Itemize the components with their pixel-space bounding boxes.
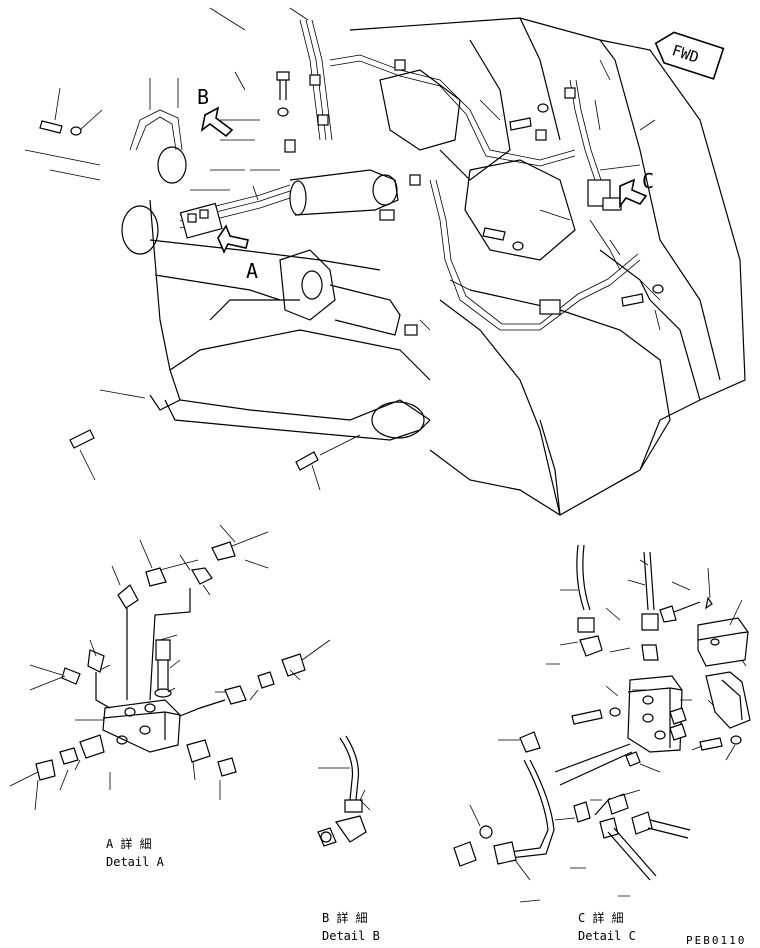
main-assembly-view: FWD B A C [24,7,746,516]
detail-c-title-en: Detail C [578,929,636,943]
arrow-c [619,178,648,209]
callout-b: B [197,85,209,109]
callout-c: C [642,169,654,193]
drawing-code: PEB0110 [686,934,746,947]
arrow-a [217,224,249,254]
detail-a-view: A 詳 細 Detail A [9,524,331,869]
detail-a-title-jp: A 詳 細 [106,836,152,851]
detail-a-title-en: Detail A [106,855,165,869]
detail-b-title-jp: B 詳 細 [322,910,368,925]
arrow-b [200,106,234,138]
fwd-indicator: FWD [654,31,725,80]
detail-b-title-en: Detail B [322,929,380,943]
detail-c-title-jp: C 詳 細 [578,910,624,925]
callout-a: A [246,259,258,283]
detail-c-view: C 詳 細 Detail C [453,544,751,943]
detail-b-view: B 詳 細 Detail B [317,735,380,943]
